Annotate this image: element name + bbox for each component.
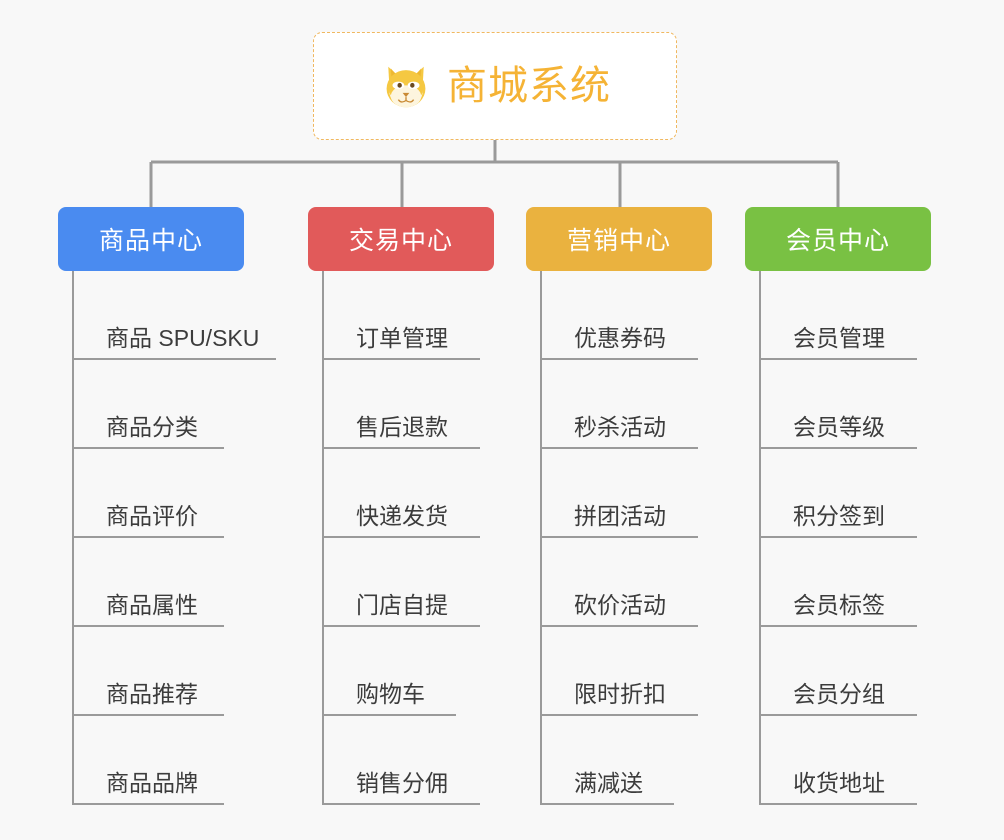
shiba-dog-face-icon <box>386 66 426 108</box>
leaf-label: 销售分佣 <box>356 770 448 796</box>
branch-items-member-center: 会员管理 会员等级 积分签到 会员标签 会员分组 收货地址 <box>745 271 931 805</box>
branch-header-trade-center[interactable]: 交易中心 <box>308 207 494 271</box>
leaf-label: 商品品牌 <box>106 770 198 796</box>
leaf-underline <box>540 803 674 805</box>
list-item[interactable]: 商品评价 <box>72 449 259 538</box>
branch-items-trade-center: 订单管理 售后退款 快递发货 门店自提 购物车 销售分佣 <box>308 271 494 805</box>
list-item[interactable]: 秒杀活动 <box>540 360 712 449</box>
leaf-label: 优惠券码 <box>574 325 666 351</box>
leaf-label: 会员标签 <box>793 592 885 618</box>
branch-column-trade-center: 交易中心 订单管理 售后退款 快递发货 门店自提 购物车 <box>308 207 494 805</box>
leaf-label: 商品分类 <box>106 414 198 440</box>
leaf-underline <box>322 536 480 538</box>
leaf-label: 砍价活动 <box>574 592 666 618</box>
leaf-label: 满减送 <box>574 770 643 796</box>
list-item[interactable]: 会员等级 <box>759 360 931 449</box>
leaf-underline <box>540 714 698 716</box>
leaf-label: 商品推荐 <box>106 681 198 707</box>
list-item[interactable]: 积分签到 <box>759 449 931 538</box>
list-item[interactable]: 门店自提 <box>322 538 494 627</box>
leaf-underline <box>759 803 917 805</box>
branch-header-label: 会员中心 <box>785 227 890 255</box>
list-item[interactable]: 商品品牌 <box>72 716 259 805</box>
leaf-label: 购物车 <box>356 681 425 707</box>
branch-header-marketing-center[interactable]: 营销中心 <box>526 207 712 271</box>
leaf-underline <box>759 447 917 449</box>
list-item[interactable]: 售后退款 <box>322 360 494 449</box>
list-item[interactable]: 订单管理 <box>322 271 494 360</box>
leaf-underline <box>540 536 698 538</box>
leaf-label: 订单管理 <box>356 325 448 351</box>
branch-header-member-center[interactable]: 会员中心 <box>745 207 931 271</box>
list-item[interactable]: 商品推荐 <box>72 627 259 716</box>
leaf-underline <box>759 536 917 538</box>
leaf-label: 门店自提 <box>356 592 448 618</box>
leaf-label: 会员等级 <box>793 414 885 440</box>
leaf-label: 会员管理 <box>793 325 885 351</box>
branch-column-marketing-center: 营销中心 优惠券码 秒杀活动 拼团活动 砍价活动 限时折扣 <box>526 207 712 805</box>
list-item[interactable]: 优惠券码 <box>540 271 712 360</box>
list-item[interactable]: 会员管理 <box>759 271 931 360</box>
leaf-label: 快递发货 <box>356 503 448 529</box>
leaf-underline <box>72 358 276 360</box>
list-item[interactable]: 快递发货 <box>322 449 494 538</box>
list-item[interactable]: 销售分佣 <box>322 716 494 805</box>
branch-items-marketing-center: 优惠券码 秒杀活动 拼团活动 砍价活动 限时折扣 满减送 <box>526 271 712 805</box>
leaf-label: 商品评价 <box>106 503 198 529</box>
branch-items-product-center: 商品 SPU/SKU 商品分类 商品评价 商品属性 商品推荐 商品品牌 <box>58 271 276 805</box>
leaf-underline <box>322 358 480 360</box>
leaf-underline <box>540 625 698 627</box>
leaf-label: 商品属性 <box>106 592 198 618</box>
list-item[interactable]: 会员分组 <box>759 627 931 716</box>
leaf-label: 秒杀活动 <box>574 414 666 440</box>
leaf-underline <box>322 803 480 805</box>
list-item[interactable]: 满减送 <box>540 716 712 805</box>
leaf-label: 收货地址 <box>793 770 885 796</box>
branch-spine <box>322 271 324 805</box>
leaf-underline <box>72 714 224 716</box>
list-item[interactable]: 商品分类 <box>72 360 259 449</box>
leaf-underline <box>759 625 917 627</box>
leaf-label: 售后退款 <box>356 414 448 440</box>
leaf-underline <box>322 625 480 627</box>
branch-header-product-center[interactable]: 商品中心 <box>58 207 244 271</box>
leaf-underline <box>759 358 917 360</box>
leaf-underline <box>322 447 480 449</box>
branch-spine <box>72 271 74 805</box>
leaf-underline <box>72 447 224 449</box>
list-item[interactable]: 限时折扣 <box>540 627 712 716</box>
leaf-underline <box>759 714 917 716</box>
branch-header-label: 营销中心 <box>566 227 671 255</box>
root-title: 商城系统 <box>447 64 611 108</box>
leaf-label: 拼团活动 <box>574 503 666 529</box>
branch-header-label: 商品中心 <box>98 227 203 255</box>
list-item[interactable]: 会员标签 <box>759 538 931 627</box>
leaf-label: 限时折扣 <box>574 681 666 707</box>
list-item[interactable]: 砍价活动 <box>540 538 712 627</box>
list-item[interactable]: 商品属性 <box>72 538 259 627</box>
list-item[interactable]: 购物车 <box>322 627 494 716</box>
leaf-underline <box>322 714 456 716</box>
leaf-underline <box>540 358 698 360</box>
list-item[interactable]: 商品 SPU/SKU <box>72 271 276 360</box>
leaf-label: 积分签到 <box>793 503 885 529</box>
branch-spine <box>759 271 761 805</box>
list-item[interactable]: 拼团活动 <box>540 449 712 538</box>
list-item[interactable]: 收货地址 <box>759 716 931 805</box>
branch-header-label: 交易中心 <box>348 227 453 255</box>
leaf-underline <box>72 803 224 805</box>
leaf-label: 会员分组 <box>793 681 885 707</box>
leaf-underline <box>540 447 698 449</box>
branch-spine <box>540 271 542 805</box>
branch-column-product-center: 商品中心 商品 SPU/SKU 商品分类 商品评价 商品属性 商品推荐 <box>58 207 276 805</box>
root-node[interactable]: 商城系统 <box>313 32 677 140</box>
leaf-underline <box>72 625 224 627</box>
branch-column-member-center: 会员中心 会员管理 会员等级 积分签到 会员标签 会员分组 <box>745 207 931 805</box>
leaf-label: 商品 SPU/SKU <box>106 325 260 351</box>
leaf-underline <box>72 536 224 538</box>
